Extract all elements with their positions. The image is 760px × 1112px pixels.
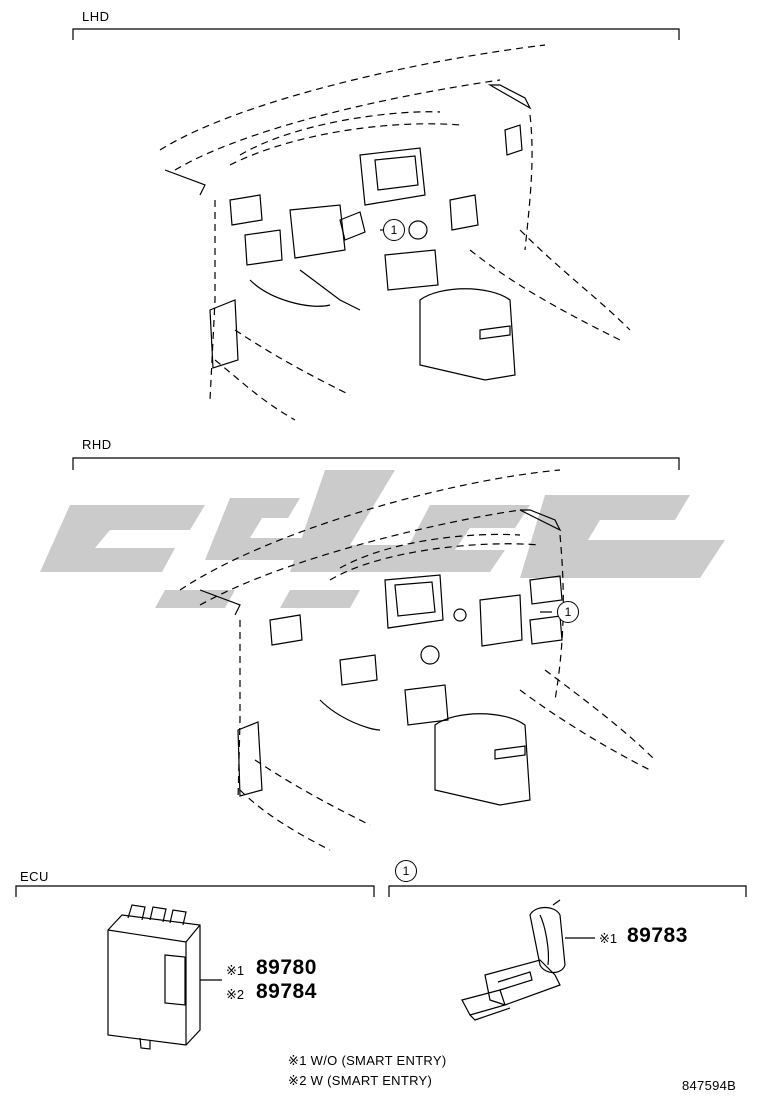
footnote-1-text: W/O (SMART ENTRY) <box>310 1053 447 1068</box>
switch-part-drawing <box>461 899 595 1021</box>
part-number-89780: 89780 <box>256 956 317 979</box>
rhd-callout-circle: 1 <box>557 601 579 623</box>
rhd-section-label: RHD <box>82 437 112 452</box>
lhd-dashboard-drawing <box>159 44 631 421</box>
footnote-2-mark: ※2 <box>288 1073 307 1088</box>
footnote-1-mark: ※1 <box>288 1053 307 1068</box>
part-mark-1: ※1 <box>226 963 245 978</box>
part-mark-2: ※2 <box>226 987 245 1002</box>
part-number-89783: 89783 <box>627 924 688 947</box>
part-mark-3: ※1 <box>599 931 618 946</box>
footnote-1: ※1 W/O (SMART ENTRY) <box>288 1053 447 1069</box>
section-brackets <box>15 28 747 897</box>
part-number-89784: 89784 <box>256 980 317 1003</box>
ecu-module-drawing <box>107 904 222 1050</box>
detail-ref-circle: 1 <box>395 860 417 882</box>
ecu-section-label: ECU <box>20 869 49 884</box>
footnote-2-text: W (SMART ENTRY) <box>310 1073 433 1088</box>
footnote-2: ※2 W (SMART ENTRY) <box>288 1073 432 1089</box>
lhd-section-label: LHD <box>82 9 110 24</box>
lhd-callout-circle: 1 <box>383 219 405 241</box>
diagram-code: 847594B <box>682 1078 737 1093</box>
rhd-dashboard-drawing <box>179 469 656 851</box>
